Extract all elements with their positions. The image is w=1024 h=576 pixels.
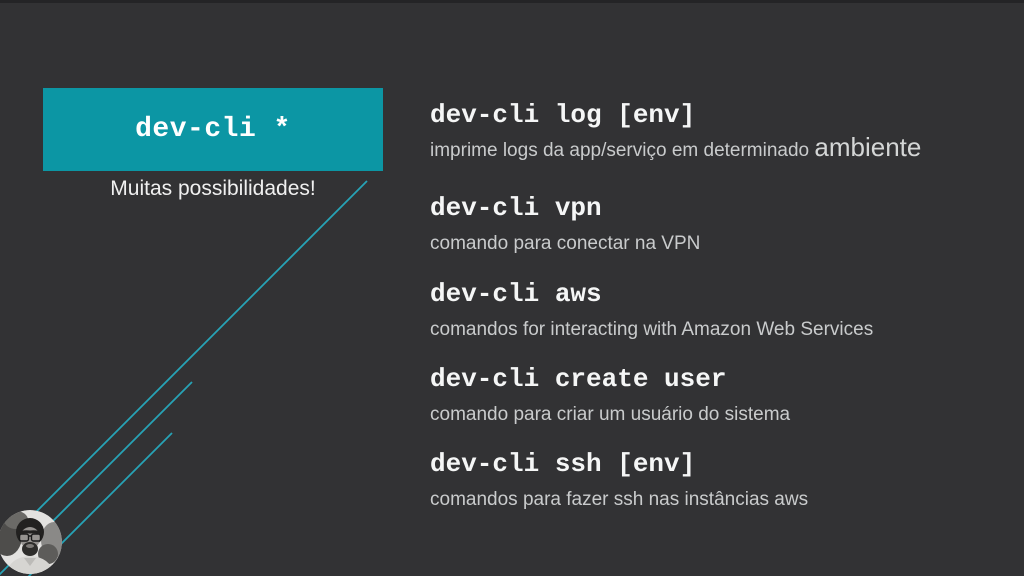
command-description-emphasis: ambiente [814, 132, 922, 162]
command-name: dev-cli aws [430, 279, 602, 309]
title-badge: dev-cli * [43, 88, 383, 171]
command-description: comando para conectar na VPN [430, 228, 990, 256]
command-description: comando para criar um usuário do sistema [430, 399, 990, 427]
command-name: dev-cli ssh [env] [430, 449, 696, 479]
command-description: imprime logs da app/serviço em determina… [430, 132, 990, 163]
command-item-log: dev-cli log [env] imprime logs da app/se… [430, 101, 990, 163]
command-item-create-user: dev-cli create user comando para criar u… [430, 365, 990, 427]
command-description-text: comandos para fazer ssh nas instâncias a… [430, 489, 809, 510]
command-item-ssh: dev-cli ssh [env] comandos para fazer ss… [430, 450, 990, 512]
command-name: dev-cli log [env] [430, 100, 696, 130]
command-description: comandos for interacting with Amazon Web… [430, 314, 990, 342]
command-description-text: comandos for interacting with Amazon Web… [430, 319, 874, 340]
speaker-avatar [0, 510, 62, 574]
command-item-vpn: dev-cli vpn comando para conectar na VPN [430, 194, 990, 256]
command-name: dev-cli vpn [430, 193, 602, 223]
command-item-aws: dev-cli aws comandos for interacting wit… [430, 280, 990, 342]
command-name: dev-cli create user [430, 364, 727, 394]
command-description-text: imprime logs da app/serviço em determina… [430, 140, 815, 161]
speaker-avatar-image [0, 510, 62, 574]
command-description-text: comando para conectar na VPN [430, 233, 701, 254]
subtitle: Muitas possibilidades! [110, 177, 316, 200]
title-badge-label: dev-cli * [135, 114, 291, 145]
command-description-text: comando para criar um usuário do sistema [430, 404, 791, 425]
command-description: comandos para fazer ssh nas instâncias a… [430, 484, 990, 512]
slide-top-edge [0, 0, 1024, 3]
